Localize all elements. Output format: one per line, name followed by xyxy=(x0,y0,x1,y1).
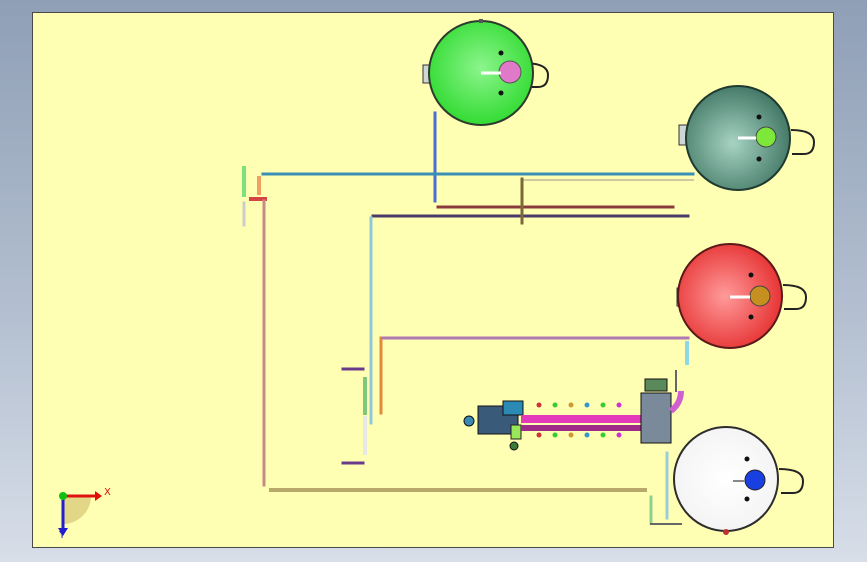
valve-manifold[interactable] xyxy=(463,378,684,451)
vessel-manhole xyxy=(744,469,766,491)
valve-icon[interactable] xyxy=(616,402,622,408)
valve-icon[interactable] xyxy=(536,432,542,438)
vessel-port xyxy=(748,272,754,278)
piping-drawing[interactable] xyxy=(33,13,835,549)
valve-icon[interactable] xyxy=(600,402,606,408)
drawing-sheet xyxy=(32,12,834,548)
valve-icon[interactable] xyxy=(552,402,558,408)
valve-icon[interactable] xyxy=(568,432,574,438)
vessel-red[interactable] xyxy=(676,243,808,365)
x-axis-label: X xyxy=(104,487,111,498)
valve-icon[interactable] xyxy=(584,432,590,438)
vessel-manhole xyxy=(749,285,771,307)
vessel-port xyxy=(756,156,762,162)
valve-icon[interactable] xyxy=(600,432,606,438)
manifold-end-block xyxy=(640,392,672,444)
vessel-port xyxy=(498,50,504,56)
manifold-valves[interactable] xyxy=(536,402,622,438)
vessel-green[interactable] xyxy=(422,19,550,126)
vessel-manhole xyxy=(755,126,777,148)
triad-plane-icon xyxy=(63,496,91,524)
vessel-handle xyxy=(782,284,808,310)
pump-coupling xyxy=(510,424,522,440)
valve-icon[interactable] xyxy=(584,402,590,408)
vessel-port xyxy=(744,456,750,462)
vessel-port xyxy=(756,114,762,120)
pump-gauge-icon xyxy=(463,415,475,427)
vessel-white[interactable] xyxy=(673,426,805,535)
x-arrowhead-icon xyxy=(95,491,102,501)
vessel-handle xyxy=(522,62,550,88)
y-arrowhead-icon xyxy=(58,528,68,536)
piping-network[interactable] xyxy=(242,111,695,525)
y-axis-label: Y xyxy=(59,530,66,541)
pump-motor xyxy=(502,400,524,416)
vessel-handle xyxy=(790,129,816,155)
vessel-outlet xyxy=(685,341,689,365)
valve-icon[interactable] xyxy=(568,402,574,408)
manifold-panel xyxy=(644,378,668,392)
vessel-handle xyxy=(778,468,805,494)
vessel-port xyxy=(498,90,504,96)
manifold-elbow xyxy=(669,390,684,414)
vessel-manhole xyxy=(498,60,522,84)
manifold-header xyxy=(521,425,641,431)
vessel-dark-green[interactable] xyxy=(678,85,816,191)
z-axis-icon xyxy=(59,492,67,500)
valve-icon[interactable] xyxy=(616,432,622,438)
vessel-port xyxy=(744,496,750,502)
vessel-top-lug xyxy=(479,19,483,23)
vessel-bottom-outlet xyxy=(723,529,729,535)
pump-drain xyxy=(509,441,519,451)
vessel-port xyxy=(748,314,754,320)
valve-icon[interactable] xyxy=(536,402,542,408)
manifold-header xyxy=(521,415,641,423)
valve-icon[interactable] xyxy=(552,432,558,438)
coordinate-triad[interactable] xyxy=(50,482,110,542)
